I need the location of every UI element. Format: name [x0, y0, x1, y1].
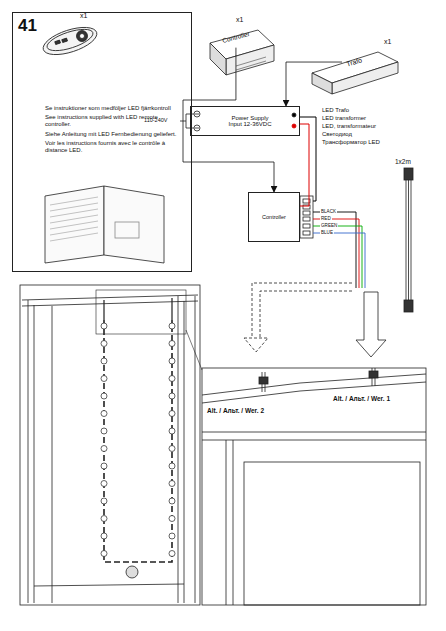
node-text: Controller: [262, 214, 286, 220]
cabinet-view: [20, 285, 202, 605]
power-supply-box: Power SupplyInput 12-36VDC: [190, 106, 300, 136]
node-text: Voir les instructions fournis avec le co…: [45, 140, 177, 154]
quantity: x1: [236, 16, 243, 24]
wire-name: RED: [320, 216, 332, 221]
step-number: 41: [18, 16, 37, 36]
part-label: Alt. / Альт. / Wer. 1: [332, 395, 391, 402]
solid-arrow: [356, 292, 386, 357]
part-label: Светодиод: [322, 131, 352, 138]
pointer-arrow: [286, 62, 342, 106]
part-label: 1x2m: [395, 158, 411, 165]
node-text: Siehe Anleitung mit LED Fernbedienung ge…: [45, 131, 177, 138]
node-text: Power Supply: [231, 115, 268, 121]
detail-inset: [202, 368, 426, 605]
quantity: x1: [384, 38, 391, 46]
part-label: 110-240V: [144, 117, 167, 123]
red-wire: [300, 124, 309, 206]
instruction-booklet: [45, 186, 164, 263]
wire-name: BLACK: [320, 209, 337, 214]
black-wire: [300, 117, 316, 201]
part-label: Alt. / Альт. / Wer. 2: [206, 407, 265, 414]
part-label: LED transformer: [322, 115, 366, 122]
part-label: LED, transformateur: [322, 123, 376, 130]
dashed-arrow: [244, 283, 352, 352]
component-box: Controller: [248, 192, 300, 242]
output-wires: [313, 212, 365, 288]
power-terminals: [180, 111, 296, 131]
extension-cable: [404, 168, 413, 312]
part-label: LED Trafo: [322, 107, 349, 114]
pointer-arrow: [183, 48, 274, 192]
trafo-illustration: [312, 52, 398, 94]
terminal-strip: [300, 196, 313, 238]
wire-name: BLUE: [320, 230, 334, 235]
wire-name: GREEN: [320, 223, 338, 228]
instruction-panel: Se instruktioner som medföljer LED fjärr…: [12, 12, 192, 272]
part-label: Трансформатор LED: [322, 139, 380, 146]
controller-illustration: [210, 30, 274, 75]
node-text: Se instruktioner som medföljer LED fjärr…: [45, 105, 177, 112]
remote-control: [40, 22, 100, 60]
quantity: x1: [80, 12, 87, 20]
node-text: Input 12-36VDC: [228, 121, 271, 127]
